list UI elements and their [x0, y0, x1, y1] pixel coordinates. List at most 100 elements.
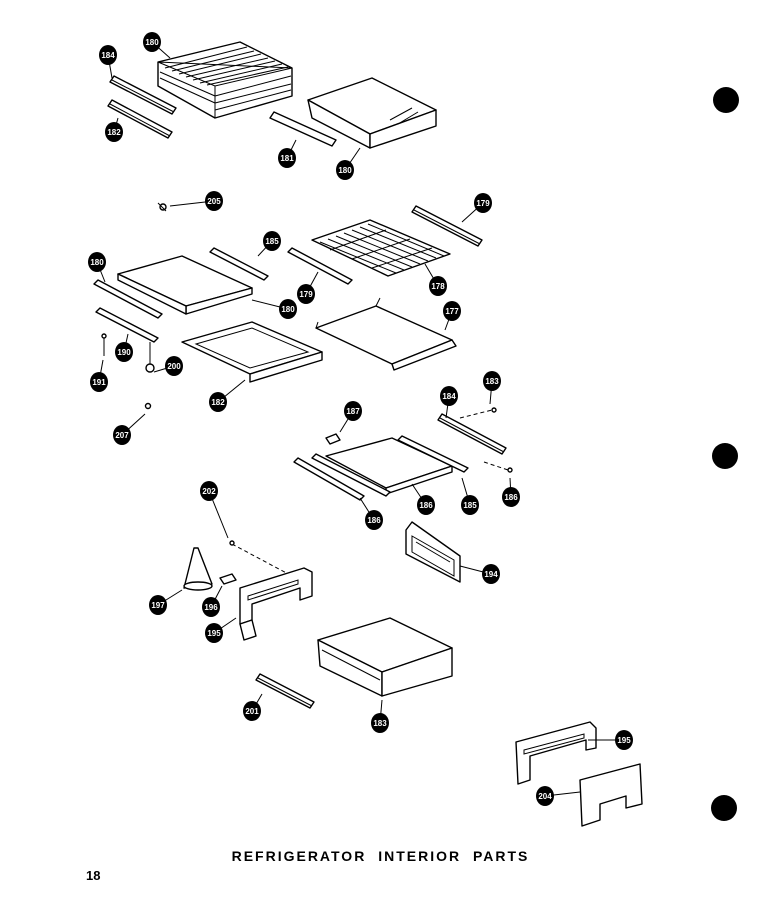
callout-label: 204: [538, 792, 552, 801]
callout-bubble: [344, 401, 362, 421]
punch-hole: [713, 87, 739, 113]
callout-185: 185: [461, 477, 479, 515]
callout-bubble: [205, 191, 223, 211]
shelf-frame-182: [181, 321, 323, 383]
callout-label: 180: [281, 305, 295, 314]
callout-bubble: [165, 356, 183, 376]
panel-194: [405, 521, 461, 583]
callout-label: 205: [207, 197, 221, 206]
callout-185: 185: [257, 231, 281, 257]
callout-197: 197: [149, 589, 183, 615]
callout-bubble: [279, 299, 297, 319]
punch-hole: [711, 795, 737, 821]
callout-183: 183: [483, 371, 501, 405]
callout-bubble: [113, 425, 131, 445]
punch-holes: [711, 87, 739, 821]
shelf-trim-190: [95, 307, 159, 343]
callout-label: 179: [299, 290, 313, 299]
callout-179: 179: [297, 271, 319, 304]
callout-bubble: [482, 564, 500, 584]
callout-label: 178: [431, 282, 445, 291]
callout-205: 205: [169, 191, 223, 211]
callout-187: 187: [339, 401, 362, 433]
callout-177: 177: [443, 301, 461, 331]
callout-bubble: [202, 597, 220, 617]
plate-204: [579, 763, 643, 827]
cone-197: [183, 547, 213, 591]
callout-label: 180: [145, 38, 159, 47]
callout-label: 195: [617, 736, 631, 745]
callout-label: 182: [107, 128, 121, 137]
slide-rail-184: [109, 75, 177, 115]
leader-202: [231, 543, 293, 577]
callout-label: 202: [202, 487, 216, 496]
shelf-frame-177: [315, 297, 457, 371]
callout-bubble: [205, 623, 223, 643]
callout-184: 184: [99, 45, 117, 79]
callout-186: 186: [359, 497, 383, 530]
bracket-200: [145, 342, 155, 373]
glass-shelf-left: [117, 255, 253, 315]
shelf-trim-179: [287, 247, 353, 285]
callout-label: 197: [151, 601, 165, 610]
callout-180: 180: [143, 32, 171, 59]
callout-180: 180: [88, 252, 106, 283]
callout-191: 191: [90, 359, 108, 392]
callout-label: 187: [346, 407, 360, 416]
callout-label: 184: [442, 392, 456, 401]
clip-187: [325, 433, 341, 445]
callout-183: 183: [371, 699, 389, 733]
page-number: 18: [86, 868, 101, 883]
callout-label: 185: [463, 501, 477, 510]
callout-bubble: [502, 487, 520, 507]
cover-195: [239, 567, 313, 641]
callout-label: 181: [280, 154, 294, 163]
shelf-trim-179-top: [411, 205, 483, 247]
shelf-trim-180: [93, 279, 163, 319]
callout-label: 200: [167, 362, 181, 371]
callout-bubble: [99, 45, 117, 65]
callout-bubble: [209, 392, 227, 412]
screw-191: [101, 333, 107, 356]
callout-bubble: [263, 231, 281, 251]
callout-label: 190: [117, 348, 131, 357]
callout-202: 202: [200, 481, 229, 539]
clip-205: [157, 202, 167, 212]
callout-182: 182: [209, 379, 246, 412]
callout-layer: 184 180 182 181 180 205 185 179 180 180 179 178 177 1…: [88, 32, 633, 806]
callout-label: 194: [484, 570, 498, 579]
slide-rail-184-lower: [437, 413, 507, 455]
callout-bubble: [200, 481, 218, 501]
callout-bubble: [443, 301, 461, 321]
punch-hole: [712, 443, 738, 469]
clip-196: [219, 573, 237, 585]
callout-bubble: [278, 148, 296, 168]
screw-186: [483, 461, 513, 473]
callout-label: 196: [204, 603, 218, 612]
callout-bubble: [149, 595, 167, 615]
callout-label: 195: [207, 629, 221, 638]
callout-label: 180: [338, 166, 352, 175]
crisper-pan-top: [307, 77, 437, 149]
callout-200: 200: [153, 356, 183, 376]
wire-shelf: [311, 219, 451, 277]
callout-bubble: [105, 122, 123, 142]
callout-bubble: [365, 510, 383, 530]
callout-194: 194: [459, 564, 500, 584]
callout-bubble: [615, 730, 633, 750]
callout-label: 183: [373, 719, 387, 728]
slide-rail-181: [269, 111, 337, 147]
callout-207: 207: [113, 413, 146, 445]
callout-bubble: [90, 372, 108, 392]
shelf-trim-186-lower: [293, 453, 391, 501]
callout-label: 207: [115, 431, 129, 440]
callout-195: 195: [205, 617, 237, 643]
callout-186: 186: [502, 477, 520, 507]
callout-bubble: [336, 160, 354, 180]
callout-label: 201: [245, 707, 259, 716]
slide-rail-182: [107, 99, 173, 139]
callout-label: 184: [101, 51, 115, 60]
callout-179: 179: [461, 193, 492, 223]
callout-201: 201: [243, 693, 263, 721]
